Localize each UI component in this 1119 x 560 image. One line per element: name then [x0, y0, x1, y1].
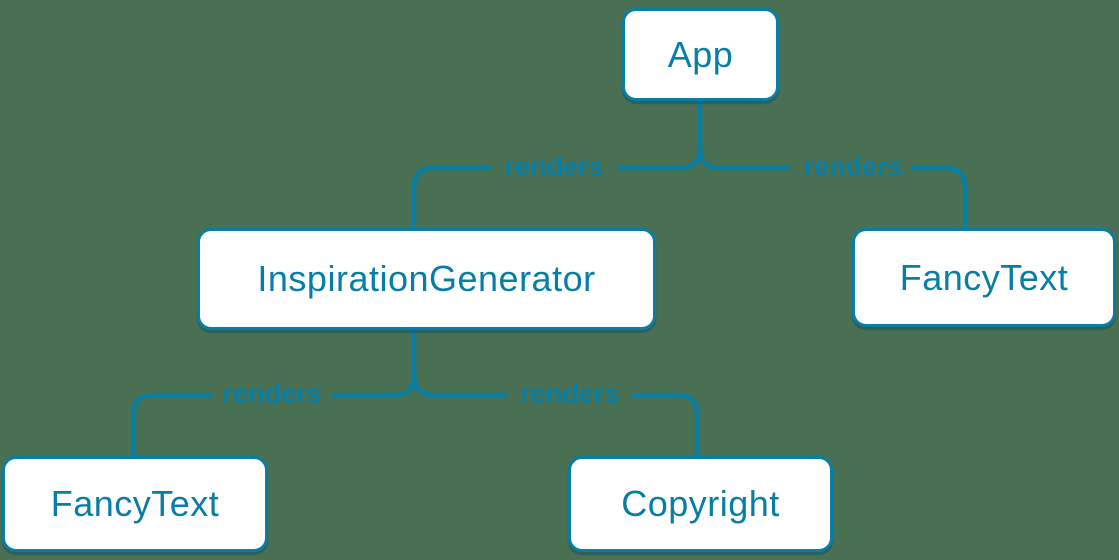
node-fancy-text-left-label: FancyText — [50, 483, 220, 524]
edge-label-inspiration-copyright: renders — [520, 378, 620, 409]
node-inspiration-generator: InspirationGenerator — [197, 228, 656, 330]
edge-label-app-inspiration: renders — [504, 151, 604, 182]
edge-label-inspiration-fancytext: renders — [222, 378, 322, 409]
edge-app-to-fancytext-elbow — [697, 145, 791, 171]
node-app-label: App — [667, 33, 734, 75]
node-app: App — [622, 8, 779, 101]
edge-app-to-inspiration-drop — [411, 165, 493, 230]
node-copyright-label: Copyright — [621, 483, 780, 524]
edge-app-to-fancytext-drop — [910, 165, 968, 230]
node-fancy-text-right: FancyText — [852, 228, 1116, 327]
edge-label-app-fancytext: renders — [803, 151, 903, 182]
node-fancy-text-right-label: FancyText — [899, 256, 1069, 298]
node-inspiration-generator-label: InspirationGenerator — [257, 258, 596, 299]
edge-inspiration-to-copyright-drop — [631, 392, 700, 458]
edge-inspiration-to-fancytext-drop — [130, 392, 213, 458]
node-copyright: Copyright — [568, 456, 833, 552]
node-fancy-text-left: FancyText — [2, 456, 268, 552]
edge-app-to-inspiration-elbow — [617, 145, 703, 171]
edge-inspiration-to-copyright-elbow — [411, 372, 508, 398]
edge-inspiration-to-fancytext-elbow — [330, 372, 417, 398]
